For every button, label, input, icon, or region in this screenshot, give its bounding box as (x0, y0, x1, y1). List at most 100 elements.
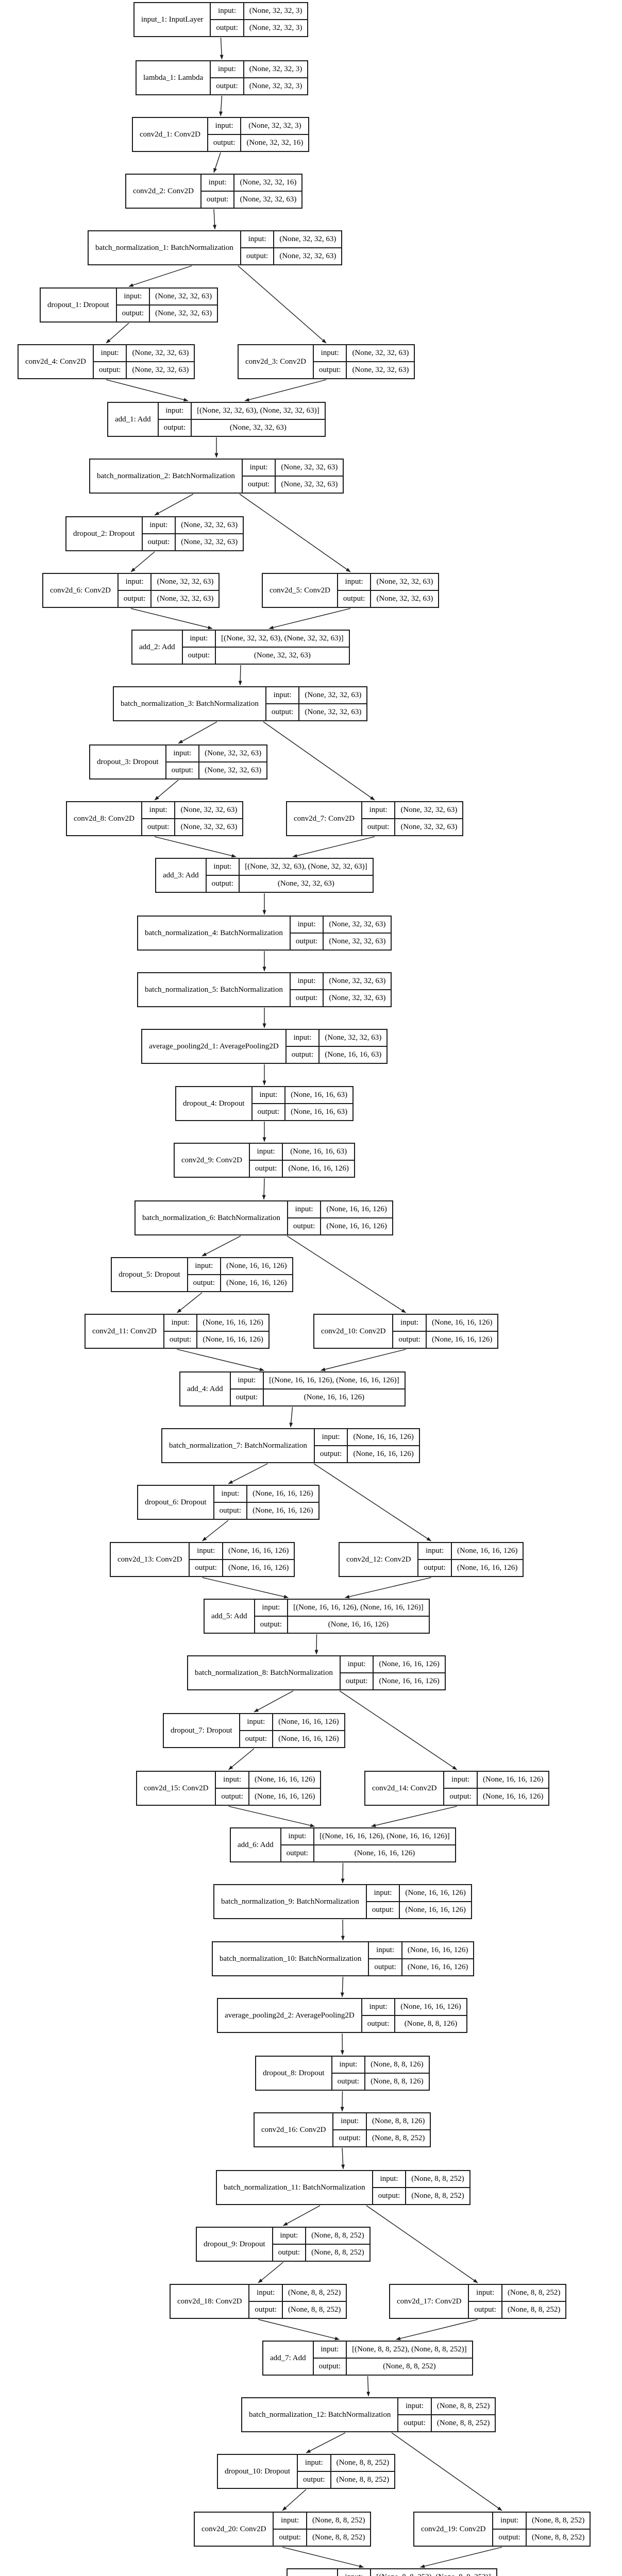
layer-io-table: input: (None, 32, 32, 16) output: (None,… (200, 175, 302, 208)
edge-conv2d_7-to-add_3 (292, 836, 375, 858)
output-row-label: output: (313, 361, 346, 378)
layer-io-table: input: [(None, 16, 16, 126), (None, 16, … (229, 1372, 405, 1405)
input-row-label: input: (257, 1147, 275, 1156)
edge-conv2d_19-to-add_8 (420, 2547, 502, 2568)
input-shape: [(None, 16, 16, 126), (None, 16, 16, 126… (263, 1372, 404, 1388)
output-shape: (None, 32, 32, 63) (323, 933, 391, 950)
layer-label: batch_normalization_3: BatchNormalizatio… (121, 699, 259, 708)
input-row-label: input: (213, 862, 232, 871)
layer-io-table: input: (None, 8, 8, 252) output: (None, … (468, 2285, 566, 2318)
layer-label: add_5: Add (211, 1612, 247, 1620)
input-shape: (None, 32, 32, 63) (175, 517, 243, 533)
input-shape: (None, 32, 32, 63) (323, 917, 391, 933)
layer-label: dropout_4: Dropout (183, 1099, 245, 1108)
input-row-label: input: (297, 920, 316, 928)
layer-label: conv2d_20: Conv2D (201, 2524, 266, 2533)
output-row-label: output: (190, 1559, 222, 1576)
layer-io-table: input: (None, 32, 32, 3) output: (None, … (210, 61, 308, 94)
output-shape: (None, 16, 16, 126) (246, 1502, 318, 1519)
input-row-label: input: (426, 1547, 444, 1555)
layer-label: conv2d_16: Conv2D (261, 2125, 326, 2134)
edge-conv2d_18-to-add_7 (258, 2319, 340, 2341)
edge-dropout_8-to-conv2d_16 (340, 2091, 344, 2112)
edge-conv2d_6-to-add_2 (130, 608, 213, 630)
input-row-label: input: (374, 1889, 392, 1897)
edge-conv2d_15-to-add_6 (228, 1806, 315, 1827)
layer-label: add_8: Add (288, 2569, 337, 2576)
layer-node-conv2d_1: conv2d_1: Conv2D input: (None, 32, 32, 3… (132, 117, 310, 152)
edge-batch_normalization_6-to-dropout_5 (201, 1235, 241, 1257)
edge-conv2d_2-to-batch_normalization_1 (213, 209, 217, 230)
output-shape: (None, 32, 32, 63) (191, 419, 325, 436)
layer-node-average_pooling2d_1: average_pooling2d_1: AveragePooling2D in… (141, 1029, 388, 1064)
input-row-label: input: (197, 1547, 215, 1555)
input-row-label: input: (149, 521, 168, 529)
layer-io-table: input: (None, 32, 32, 63) output: (None,… (117, 574, 219, 607)
input-shape: (None, 32, 32, 63) (370, 574, 438, 590)
edge-add_2-to-batch_normalization_3 (238, 665, 242, 686)
input-shape: (None, 16, 16, 126) (425, 1315, 497, 1331)
output-shape: (None, 8, 8, 252) (405, 2187, 469, 2204)
input-shape: (None, 16, 16, 126) (347, 1429, 418, 1445)
layer-node-add_8: add_8: Add input: [(None, 8, 8, 252), (N… (287, 2568, 497, 2576)
layer-io-table: input: (None, 16, 16, 126) output: (None… (187, 1258, 292, 1291)
output-shape: (None, 8, 8, 252) (281, 2301, 346, 2318)
input-row-label: input: (347, 1660, 366, 1668)
layer-node-conv2d_11: conv2d_11: Conv2D input: (None, 16, 16, … (85, 1314, 270, 1349)
layer-label: dropout_9: Dropout (204, 2240, 265, 2248)
output-shape: (None, 16, 16, 126) (425, 1331, 498, 1348)
layer-io-table: input: (None, 16, 16, 126) output: (None… (339, 1656, 445, 1689)
layer-node-batch_normalization_6: batch_normalization_6: BatchNormalizatio… (135, 1200, 393, 1235)
layer-node-conv2d_18: conv2d_18: Conv2D input: (None, 8, 8, 25… (170, 2284, 347, 2319)
layer-io-table: input: (None, 16, 16, 126) output: (None… (313, 1429, 419, 1462)
edge-conv2d_11-to-add_4 (177, 1349, 264, 1371)
layer-node-conv2d_3: conv2d_3: Conv2D input: (None, 32, 32, 6… (238, 344, 415, 379)
output-shape: (None, 32, 32, 16) (240, 134, 309, 151)
input-shape: (None, 32, 32, 63) (149, 289, 217, 304)
input-shape: (None, 32, 32, 63) (275, 460, 343, 476)
output-row-label: output: (252, 1103, 285, 1120)
output-shape: (None, 16, 16, 126) (320, 1217, 392, 1234)
input-shape: (None, 32, 32, 63) (198, 745, 266, 761)
input-row-label: input: (338, 2569, 371, 2576)
layer-label: batch_normalization_1: BatchNormalizatio… (95, 243, 233, 252)
input-shape: (None, 32, 32, 63) (318, 1030, 386, 1046)
output-row-label: output: (288, 1217, 321, 1234)
input-row-label: input: (217, 65, 236, 73)
layer-io-table: input: (None, 16, 16, 126) output: (None… (163, 1315, 268, 1348)
input-row-label: input: (262, 1603, 280, 1612)
edge-dropout_6-to-conv2d_13 (202, 1520, 229, 1541)
layer-label: dropout_1: Dropout (47, 300, 109, 309)
layer-label: conv2d_1: Conv2D (140, 130, 200, 139)
layer-io-table: input: (None, 32, 32, 63) output: (None,… (312, 345, 414, 378)
input-row-label: input: (369, 2003, 388, 2011)
layer-node-conv2d_15: conv2d_15: Conv2D input: (None, 16, 16, … (136, 1771, 322, 1806)
output-row-label: output: (142, 818, 175, 835)
layer-label: average_pooling2d_1: AveragePooling2D (149, 1042, 279, 1050)
output-shape: (None, 16, 16, 126) (282, 1160, 354, 1177)
output-shape: (None, 32, 32, 63) (233, 191, 302, 208)
input-row-label: input: (295, 1205, 313, 1213)
layer-node-conv2d_5: conv2d_5: Conv2D input: (None, 32, 32, 6… (262, 573, 440, 608)
output-row-label: output: (290, 989, 323, 1006)
layer-label: add_3: Add (163, 871, 199, 879)
output-row-label: output: (362, 2015, 395, 2032)
layer-label: conv2d_8: Conv2D (74, 814, 135, 823)
edge-add_5-to-batch_normalization_8 (314, 1634, 318, 1655)
layer-io-table: input: (None, 16, 16, 126) output: (None… (365, 1885, 471, 1918)
input-row-label: input: (171, 1318, 190, 1327)
output-shape: (None, 8, 8, 252) (430, 2414, 495, 2431)
input-shape: [(None, 8, 8, 252), (None, 8, 8, 252)] (370, 2569, 496, 2576)
layer-label: conv2d_10: Conv2D (321, 1327, 386, 1335)
output-row-label: output: (266, 703, 299, 720)
layer-io-table: input: (None, 16, 16, 126) output: (None… (239, 1714, 344, 1747)
edge-batch_normalization_10-to-average_pooling2d_2 (340, 1976, 344, 1997)
output-shape: (None, 8, 8, 252) (305, 2244, 369, 2261)
layer-label: dropout_7: Dropout (171, 1726, 232, 1735)
output-row-label: output: (469, 2301, 501, 2318)
output-row-label: output: (313, 2358, 346, 2375)
input-shape: (None, 8, 8, 252) (305, 2228, 369, 2244)
input-shape: [(None, 32, 32, 63), (None, 32, 32, 63)] (191, 403, 324, 419)
output-row-label: output: (206, 875, 239, 892)
output-row-label: output: (240, 1730, 273, 1747)
